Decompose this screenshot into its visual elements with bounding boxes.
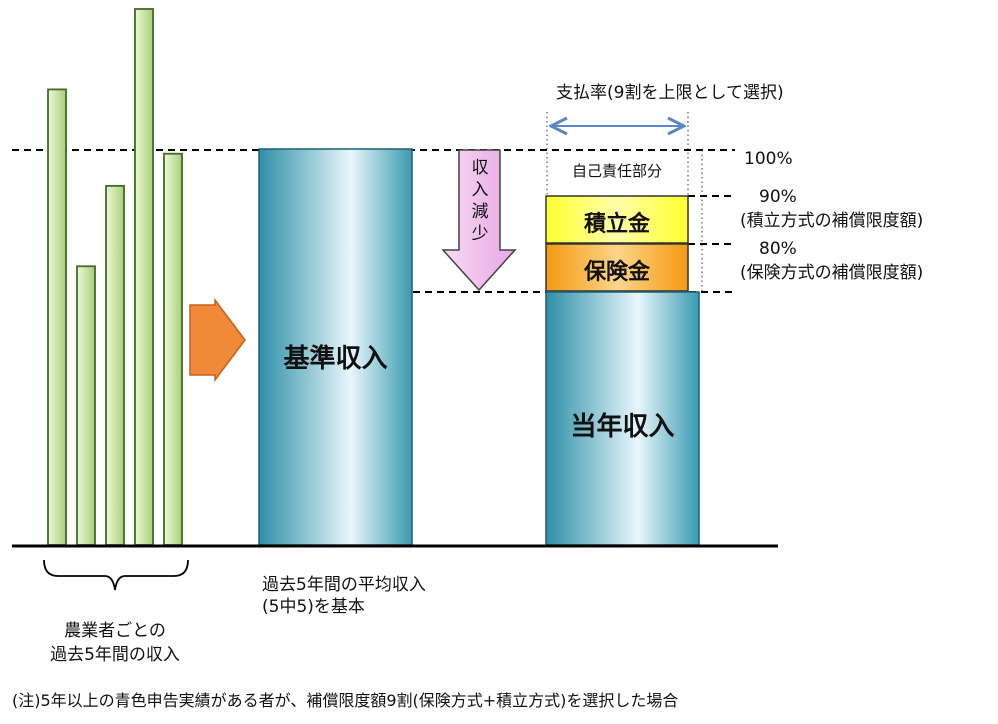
base-income-label: 基準収入	[283, 344, 388, 374]
farmer-caption-line1: 農業者ごとの	[64, 621, 166, 641]
insurance-label: 保険金	[583, 260, 650, 285]
decrease-arrow	[441, 149, 517, 292]
decrease-char: 少	[471, 224, 489, 244]
level-80-note: (保険方式の補償限度額)	[740, 263, 924, 283]
base-income-caption-line1: 過去5年間の平均収入	[262, 575, 426, 595]
base-income-caption-line2: (5中5)を基本	[262, 597, 365, 617]
level-90-label: 90%	[759, 187, 797, 207]
orange-arrow	[189, 297, 246, 383]
level-90-note: (積立方式の補償限度額)	[740, 211, 924, 231]
current-income-label: 当年収入	[570, 412, 675, 442]
payout-rate-label: 支払率(9割を上限として選択)	[556, 83, 784, 103]
past-income-bar	[47, 88, 67, 546]
past-income-bars	[47, 8, 183, 546]
self-responsibility-label: 自己責任部分	[571, 162, 662, 180]
decrease-char: 減	[471, 202, 489, 222]
insurance-box	[545, 243, 689, 292]
decrease-label: 収 入 減 少	[466, 157, 494, 245]
reserve-box	[545, 195, 689, 244]
footnote: (注)5年以上の青色申告実績がある者が、補償限度額9割(保険方式+積立方式)を選…	[12, 691, 679, 710]
current-income-bar	[545, 291, 700, 546]
base-income-bar	[258, 148, 413, 546]
past-income-bar	[105, 184, 125, 546]
level-80-label: 80%	[759, 239, 797, 259]
level-100-label: 100%	[744, 149, 793, 169]
past-bars-brace	[43, 559, 189, 591]
past-income-bar	[134, 8, 154, 546]
decrease-char: 収	[471, 158, 489, 178]
past-income-bar	[76, 265, 96, 546]
decrease-char: 入	[471, 180, 489, 200]
reserve-label: 積立金	[583, 212, 650, 237]
farmer-caption-line2: 過去5年間の収入	[50, 645, 180, 665]
past-income-bar	[163, 152, 183, 546]
